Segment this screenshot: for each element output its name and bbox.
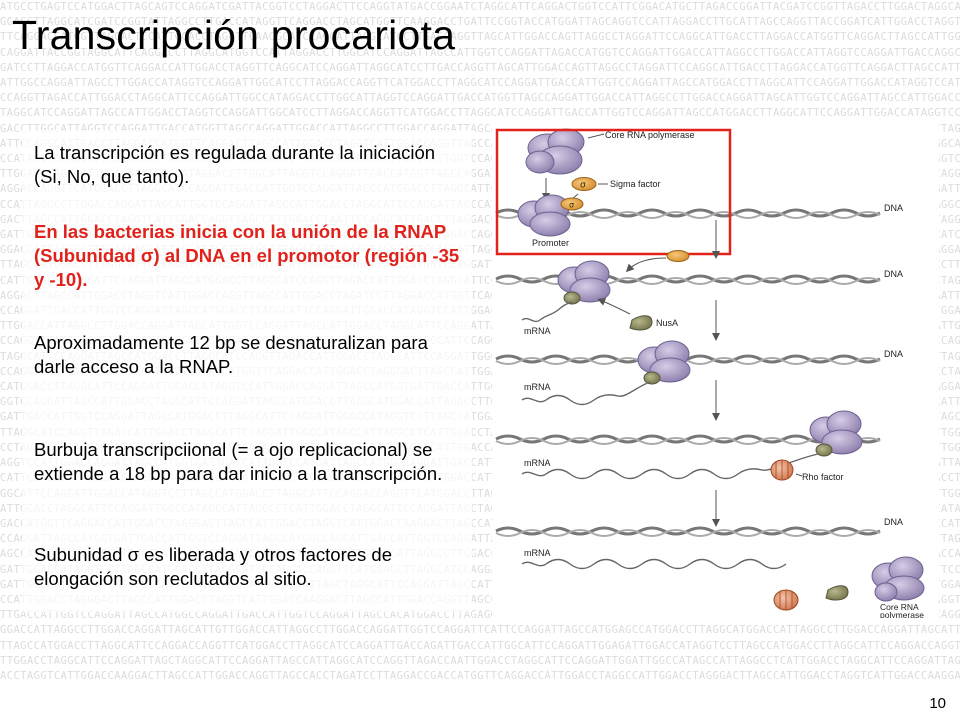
paragraph-denaturation: Aproximadamente 12 bp se desnaturalizan … <box>34 332 428 377</box>
paragraph-transcription-bubble: Burbuja transcripciional (= a ojo replic… <box>34 439 443 484</box>
label-rho-factor: Rho factor <box>802 472 844 482</box>
nusa-released <box>825 585 849 601</box>
paragraph-regulation: La transcripción es regulada durante la … <box>34 142 436 187</box>
rnap-core-elongation-1 <box>557 260 611 305</box>
mrna-strand-1 <box>521 301 573 323</box>
label-mrna-3: mRNA <box>524 458 551 468</box>
sigma-factor-free: σ <box>571 177 597 191</box>
label-promoter: Promoter <box>532 238 569 248</box>
mrna-strand-3 <box>521 453 819 480</box>
label-dna-4: DNA <box>884 517 903 527</box>
nusa-arrow <box>597 298 631 315</box>
rnap-holoenzyme-promoter: σ <box>517 194 584 237</box>
dna-strand-2 <box>495 274 881 285</box>
rnap-core-elongation-2 <box>637 340 691 385</box>
core-rna-polymerase-released <box>871 556 925 602</box>
label-dna-3: DNA <box>884 349 903 359</box>
label-core-rna-polymerase-end-2: polymerase <box>880 610 924 618</box>
page-number: 10 <box>929 695 946 712</box>
sigma-symbol-bound: σ <box>569 201 574 210</box>
rnap-core-elongation-3 <box>809 410 863 457</box>
sigma-symbol: σ <box>580 181 586 191</box>
dna-strand-5 <box>495 526 881 537</box>
rho-factor-bound <box>770 459 794 481</box>
mrna-strand-released <box>521 558 787 570</box>
transcription-figure: Core RNA polymerase σ Sigma factor DNA σ… <box>495 128 925 618</box>
label-dna-2: DNA <box>884 269 903 279</box>
paragraph-sigma-release: Subunidad σ es liberada y otros factores… <box>34 544 392 589</box>
label-dna-1: DNA <box>884 203 903 213</box>
highlight-box-initiation <box>495 128 732 256</box>
slide-title: Transcripción procariota <box>12 12 456 58</box>
label-nusa: NusA <box>656 318 678 328</box>
label-sigma-factor: Sigma factor <box>610 179 661 189</box>
text-panel <box>22 130 472 612</box>
label-core-rna-polymerase-end-1: Core RNA <box>880 602 919 612</box>
mrna-strand-2 <box>521 381 651 406</box>
sigma-released <box>666 250 690 262</box>
paragraph-initiation-highlight: En las bacterias inicia con la unión de … <box>34 221 460 290</box>
core-rna-polymerase-top <box>525 128 585 175</box>
release-arrow <box>625 257 667 273</box>
label-mrna-4: mRNA <box>524 548 551 558</box>
rho-factor-released <box>773 589 799 611</box>
label-mrna-1: mRNA <box>524 326 551 336</box>
label-core-rna-polymerase: Core RNA polymerase <box>605 130 695 140</box>
label-mrna-2: mRNA <box>524 382 551 392</box>
nusa-factor <box>629 315 653 331</box>
